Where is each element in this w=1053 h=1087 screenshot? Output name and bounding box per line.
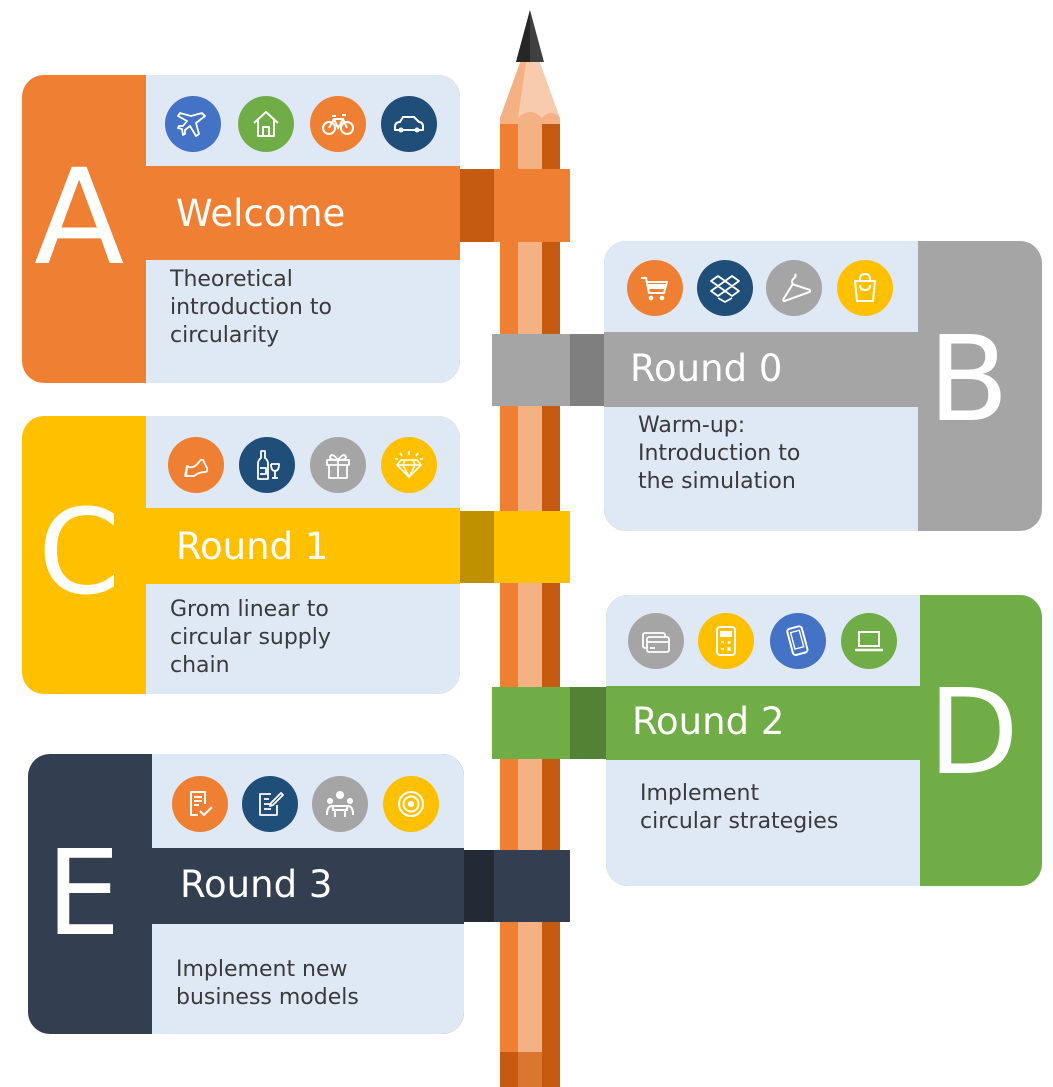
description-line: Implement new [176, 957, 348, 982]
description-panel-c [146, 584, 460, 694]
description-panel-d [606, 760, 920, 886]
step-description-a: Theoretical introduction to circularity [170, 266, 332, 350]
description-line: business models [176, 985, 359, 1010]
step-description-e: Implement new business models [176, 956, 359, 1012]
edit-note-icon [242, 776, 298, 832]
description-line: the simulation [638, 469, 796, 494]
dropbox-box-icon [697, 260, 753, 316]
clip-shadow-e [464, 850, 494, 922]
step-description-d: Implement circular strategies [640, 780, 838, 836]
description-line: Grom linear to [170, 597, 329, 622]
airplane-icon [165, 96, 221, 152]
clip-shadow-a [460, 169, 494, 242]
step-description-c: Grom linear to circular supply chain [170, 596, 331, 680]
high-heel-shoe-icon [168, 437, 224, 493]
description-line: Theoretical [170, 267, 293, 292]
banner-b [604, 334, 918, 406]
step-title-b: Round 0 [630, 347, 783, 390]
smartphone-icon [770, 613, 826, 669]
shopping-bag-icon [837, 260, 893, 316]
description-panel-a [146, 260, 460, 383]
description-line: circularity [170, 323, 280, 348]
step-letter-b: B [928, 310, 1009, 448]
step-title-e: Round 3 [180, 863, 333, 906]
shopping-cart-icon [627, 260, 683, 316]
laptop-icon [841, 613, 897, 669]
wine-bottle-glass-icon [239, 437, 295, 493]
clip-shadow-d [570, 687, 606, 759]
diamond-icon [381, 437, 437, 493]
gift-icon [310, 437, 366, 493]
step-letter-e: E [46, 824, 121, 962]
banner-d [606, 687, 920, 759]
step-letter-a: A [34, 141, 125, 295]
house-icon [238, 96, 294, 152]
clip-shadow-c [460, 511, 494, 583]
car-icon [381, 96, 437, 152]
description-panel-b [604, 407, 918, 531]
step-title-c: Round 1 [176, 525, 329, 568]
step-title-a: Welcome [176, 192, 346, 235]
step-letter-d: D [928, 663, 1019, 801]
credit-card-icon [628, 613, 684, 669]
description-line: Introduction to [638, 441, 801, 466]
checklist-icon [172, 776, 228, 832]
description-line: circular supply [170, 625, 331, 650]
description-line: chain [170, 653, 230, 678]
description-line: introduction to [170, 295, 332, 320]
bicycle-icon [310, 96, 366, 152]
calculator-icon [698, 613, 754, 669]
description-line: circular strategies [640, 809, 839, 834]
description-panel-e [152, 924, 464, 1034]
description-line: Implement [640, 781, 760, 806]
team-meeting-icon [312, 776, 368, 832]
step-letter-c: C [38, 483, 121, 621]
step-title-d: Round 2 [632, 700, 785, 743]
clip-shadow-b [570, 334, 604, 406]
description-line: Warm-up: [638, 413, 746, 438]
step-description-b: Warm-up: Introduction to the simulation [638, 412, 800, 496]
clothes-hanger-icon [766, 260, 822, 316]
target-icon [383, 776, 439, 832]
